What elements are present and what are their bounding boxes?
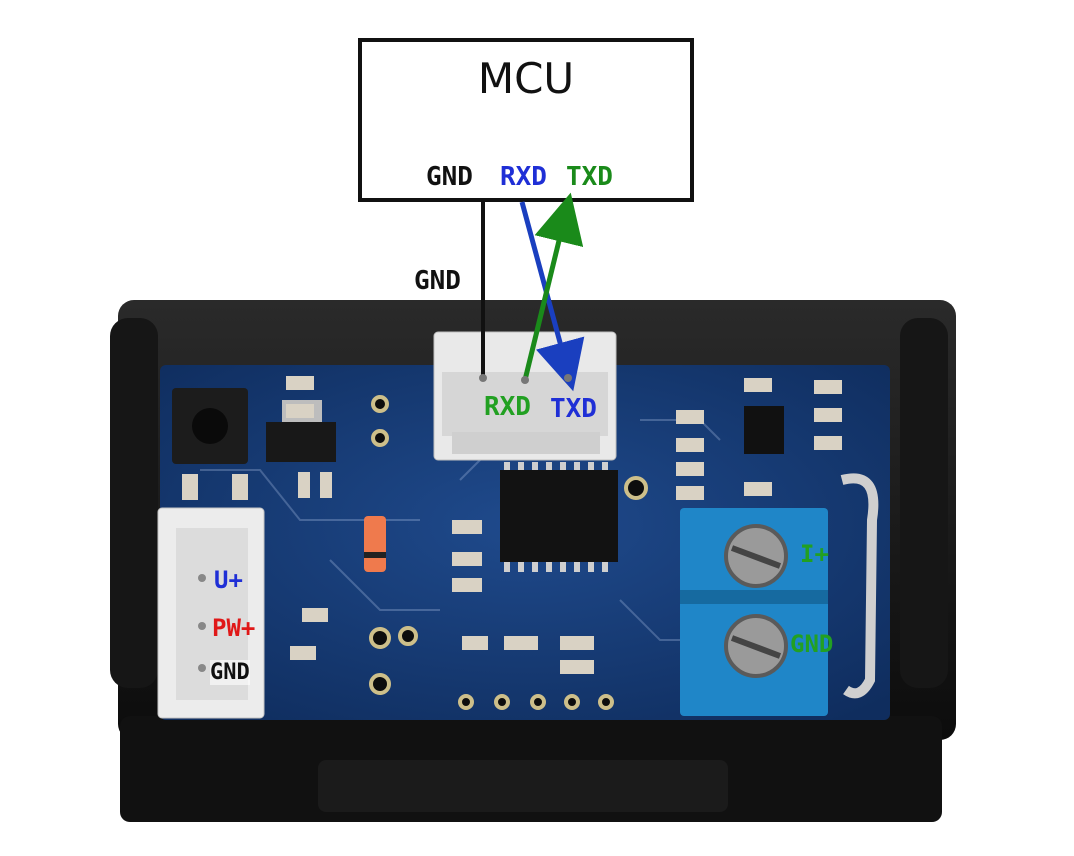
mcu-pin-rxd: RXD <box>500 162 547 192</box>
header-label-rxd: RXD <box>484 392 531 422</box>
regulator-chip <box>266 422 336 462</box>
header-label-txd: TXD <box>550 394 597 424</box>
main-ic <box>500 462 618 572</box>
gnd-wire-label: GND <box>414 266 461 296</box>
mcu-title: MCU <box>477 54 575 103</box>
terminal-label-i-plus: I+ <box>800 540 829 568</box>
smd-components <box>182 376 842 674</box>
power-label-gnd: GND <box>210 660 250 685</box>
power-label-pw-plus: PW+ <box>212 614 256 642</box>
push-button <box>172 388 248 464</box>
diode <box>364 516 386 572</box>
shunt-wire <box>840 473 879 699</box>
terminal-block <box>680 508 828 716</box>
mcu-pin-txd: TXD <box>566 162 613 192</box>
rxd-wire <box>519 201 585 392</box>
mcu-box: MCU <box>358 38 694 202</box>
power-label-u-plus: U+ <box>214 566 243 594</box>
terminal-label-gnd: GND <box>790 630 834 658</box>
power-connector <box>157 507 265 719</box>
small-ic <box>744 406 784 454</box>
mcu-pin-gnd: GND <box>426 162 473 192</box>
txd-wire <box>522 192 584 381</box>
through-holes <box>369 395 648 710</box>
